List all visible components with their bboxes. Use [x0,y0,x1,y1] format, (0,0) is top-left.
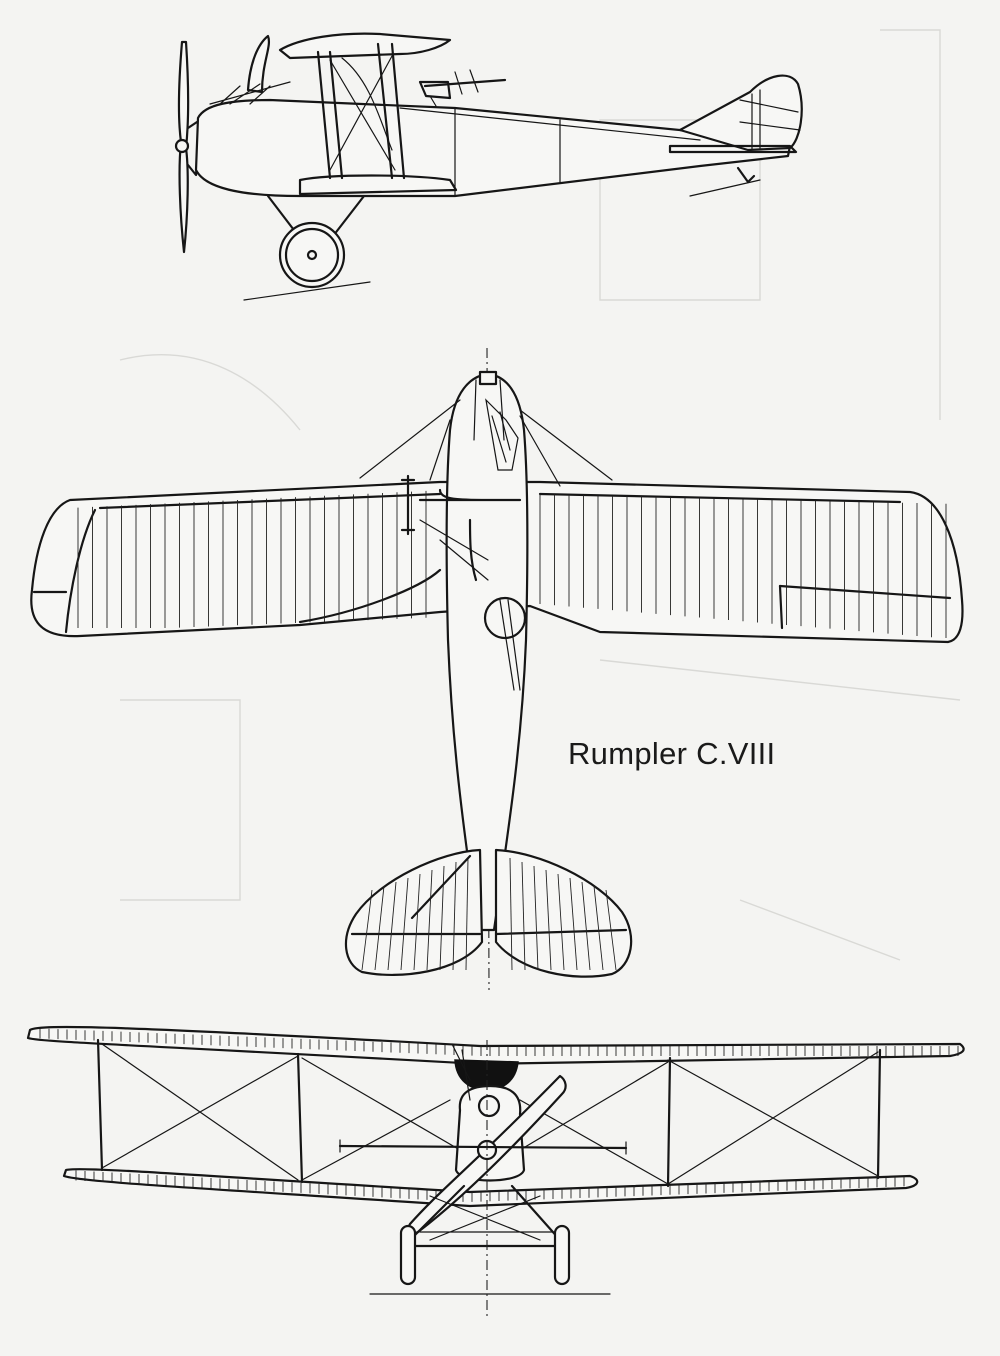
plan-wing-ribs [77,490,947,638]
rib-line [557,873,565,971]
rib-line [400,877,409,971]
front-view [26,1025,965,1316]
front-wheel-right [553,1224,571,1286]
rib-line [452,861,457,971]
rib-line [374,885,385,971]
side-upper-wing [278,32,452,60]
rib-line [533,865,539,971]
front-upper-wing [26,1025,965,1066]
side-lower-wing [298,174,458,196]
rib-line [569,877,578,971]
rib-line [361,889,373,971]
paper-show-through [119,29,961,961]
side-fin-rudder [678,74,803,152]
plan-fuselage [445,372,529,932]
rib-line [509,857,513,971]
rib-line [581,881,591,971]
plan-stabiliser [344,848,484,977]
rib-line [413,873,421,971]
side-view [174,32,803,301]
side-fuselage [194,98,792,198]
front-wing-ribs [39,1028,959,1202]
rib-line [465,857,469,971]
front-wheel-left [399,1224,417,1286]
rib-line [545,869,552,971]
aircraft-title: Rumpler C.VIII [568,736,776,771]
rib-line [387,881,397,971]
rib-line [426,869,433,971]
rib-line [605,889,617,971]
plan-tail-ribs [361,857,617,971]
top-view [30,347,964,991]
front-lower-wing [62,1168,919,1208]
rib-line [521,861,526,971]
side-wheel [278,221,346,289]
rib-line [593,885,604,971]
